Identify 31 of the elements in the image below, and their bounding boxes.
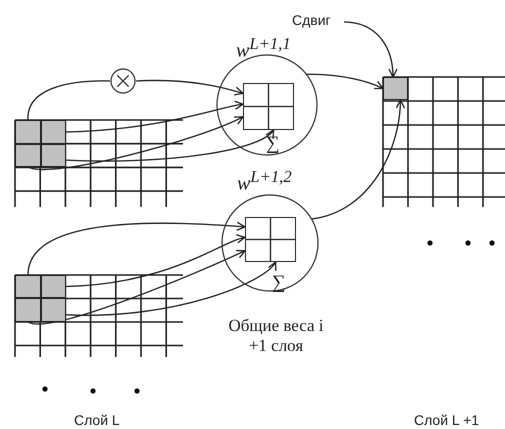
shaded-cell (15, 275, 41, 298)
arrow (66, 100, 244, 133)
shaded-cell (41, 298, 66, 322)
arrow (28, 116, 244, 170)
layer-label: Слой L +1 (414, 411, 480, 429)
arrow (311, 99, 405, 220)
arrow (66, 129, 274, 162)
shaded-cell (383, 77, 408, 100)
arrow (344, 21, 398, 78)
arrow (306, 74, 384, 90)
shaded-cell (41, 120, 66, 144)
arrow (27, 222, 246, 276)
sum-symbol: ∑ (266, 134, 280, 154)
kernel-grid (245, 217, 296, 262)
weight-label: w$^{L+1,2}$ (237, 166, 292, 195)
arrow (66, 234, 246, 288)
shaded-cell (15, 144, 41, 167)
sum-symbol: ∑ (272, 273, 286, 293)
shaded-cell (41, 275, 66, 298)
shaded-cell (41, 144, 66, 167)
weight-label: w$^{L+1,1}$ (236, 33, 291, 62)
arrow (28, 250, 246, 324)
multiply-icon (110, 68, 136, 94)
callout-text: Сдвиг (292, 10, 344, 30)
arrow (66, 261, 276, 316)
kernel-grid (243, 83, 294, 130)
shaded-cell (15, 120, 41, 144)
note-text: Общие веса i +1 слоя (227, 316, 325, 356)
layer-label: Слой L (74, 411, 121, 429)
arrow (136, 80, 244, 96)
shaded-cell (15, 298, 41, 322)
